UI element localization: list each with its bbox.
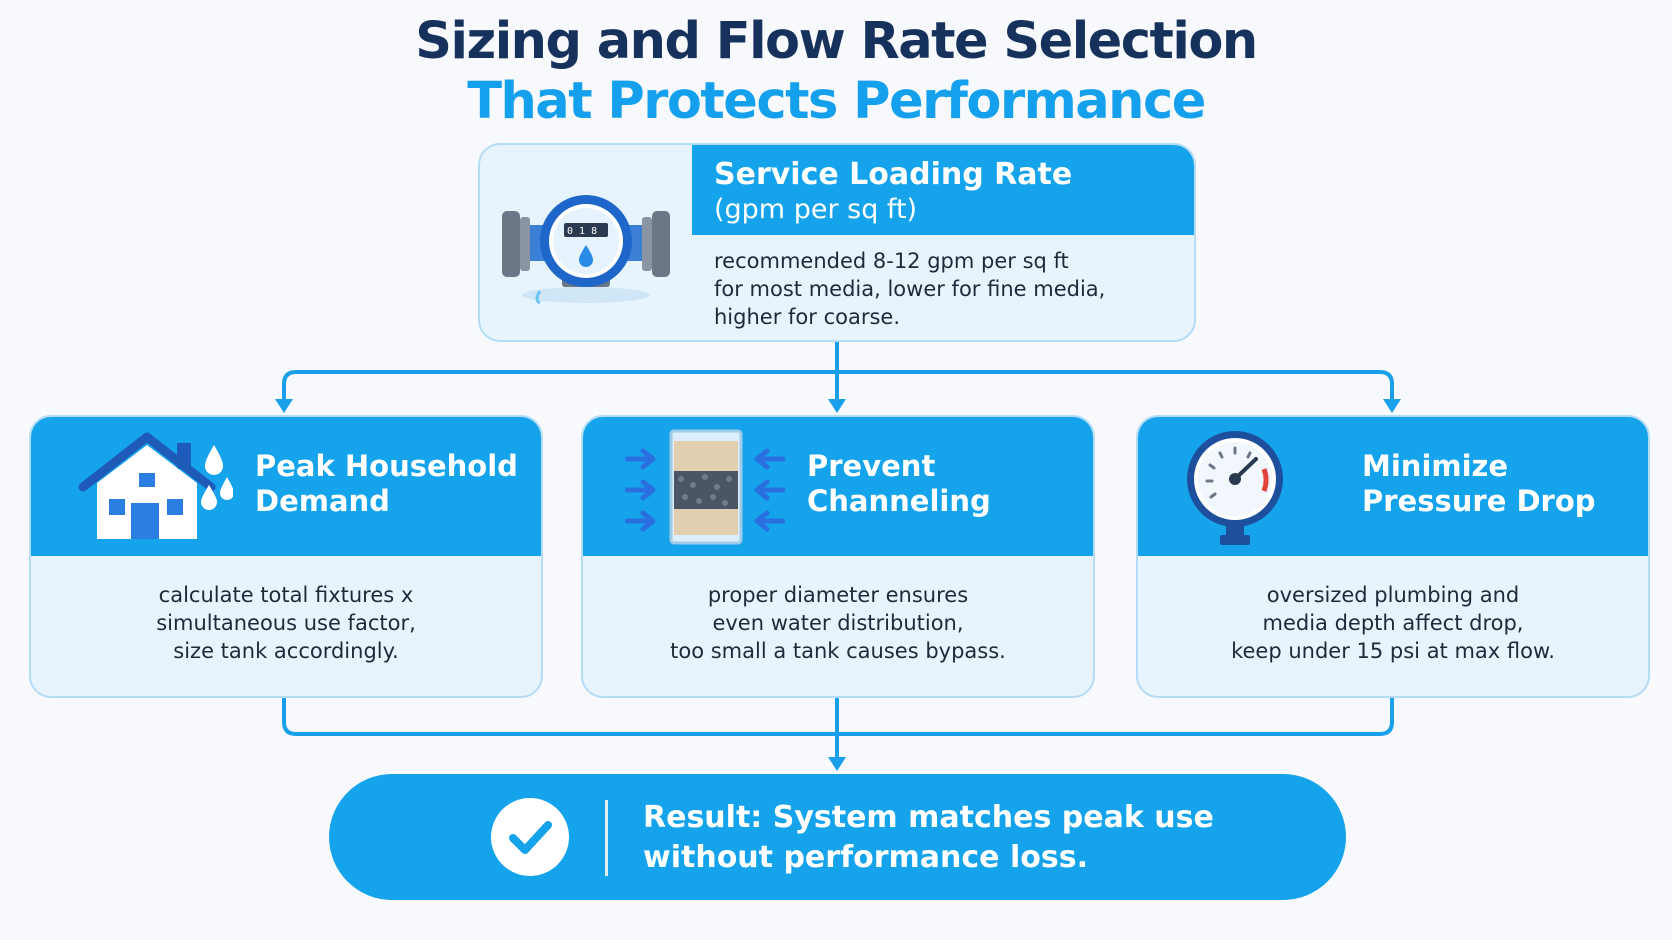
card-title-line: Demand [255, 484, 390, 518]
service-loading-rate-card: 0 1 8 Service Loading Rate (gpm per sq f… [478, 143, 1196, 342]
result-line: Result: System matches peak use [643, 800, 1214, 835]
body-line: even water distribution, [712, 611, 964, 635]
card-text: proper diameter ensures even water distr… [583, 581, 1093, 665]
body-line: recommended 8-12 gpm per sq ft [714, 249, 1069, 273]
service-loading-rate-header: Service Loading Rate (gpm per sq ft) [692, 145, 1194, 235]
body-line: too small a tank causes bypass. [670, 639, 1006, 663]
minimize-pressure-drop-card: Minimize Pressure Drop oversized plumbin… [1136, 415, 1650, 698]
service-loading-rate-subtitle: (gpm per sq ft) [714, 194, 918, 225]
arrowhead-right [1383, 399, 1401, 413]
filter-tank-icon [625, 429, 785, 545]
body-line: higher for coarse. [714, 305, 900, 329]
card-title-line: Pressure Drop [1362, 484, 1596, 518]
connector-branch-right [835, 370, 1394, 404]
body-line: simultaneous use factor, [156, 611, 416, 635]
body-line: media depth affect drop, [1262, 611, 1524, 635]
service-loading-rate-text: recommended 8-12 gpm per sq ft for most … [714, 247, 1184, 331]
pressure-gauge-icon [1187, 431, 1283, 545]
flow-meter-icon: 0 1 8 [502, 195, 670, 305]
body-line: for most media, lower for fine media, [714, 277, 1106, 301]
page-title-line-2: That Protects Performance [467, 72, 1206, 131]
card-title-line: Prevent [807, 449, 936, 483]
body-line: keep under 15 psi at max flow. [1231, 639, 1555, 663]
flow-meter-icon-panel: 0 1 8 [480, 145, 692, 340]
svg-text:0 1 8: 0 1 8 [567, 226, 597, 237]
arrowhead-result [828, 757, 846, 771]
result-divider [605, 800, 608, 876]
card-title-line: Minimize [1362, 449, 1509, 483]
card-text: oversized plumbing and media depth affec… [1138, 581, 1648, 665]
arrowhead-left [275, 399, 293, 413]
card-header: Peak Household Demand [31, 417, 541, 556]
card-title-line: Peak Household [255, 449, 518, 483]
arrowhead-center [828, 399, 846, 413]
prevent-channeling-card: Prevent Channeling proper diameter ensur… [581, 415, 1095, 698]
result-line: without performance loss. [643, 840, 1088, 875]
peak-household-demand-card: Peak Household Demand calculate total fi… [29, 415, 543, 698]
card-title-line: Channeling [807, 484, 991, 518]
page-title-line-1: Sizing and Flow Rate Selection [415, 12, 1258, 71]
card-header: Minimize Pressure Drop [1138, 417, 1648, 556]
checkmark-icon [491, 798, 569, 876]
card-header: Prevent Channeling [583, 417, 1093, 556]
card-text: calculate total fixtures x simultaneous … [31, 581, 541, 665]
card-title: Prevent Channeling [807, 449, 991, 519]
result-banner: Result: System matches peak use without … [329, 774, 1346, 900]
house-water-icon [78, 432, 233, 539]
body-line: calculate total fixtures x [158, 583, 414, 607]
card-title: Minimize Pressure Drop [1362, 449, 1596, 519]
service-loading-rate-title: Service Loading Rate [714, 157, 1073, 192]
card-title: Peak Household Demand [255, 449, 518, 519]
result-text: Result: System matches peak use without … [643, 798, 1214, 878]
body-line: oversized plumbing and [1266, 583, 1520, 607]
body-line: size tank accordingly. [173, 639, 399, 663]
connector-branch-left [282, 370, 839, 404]
body-line: proper diameter ensures [707, 583, 969, 607]
